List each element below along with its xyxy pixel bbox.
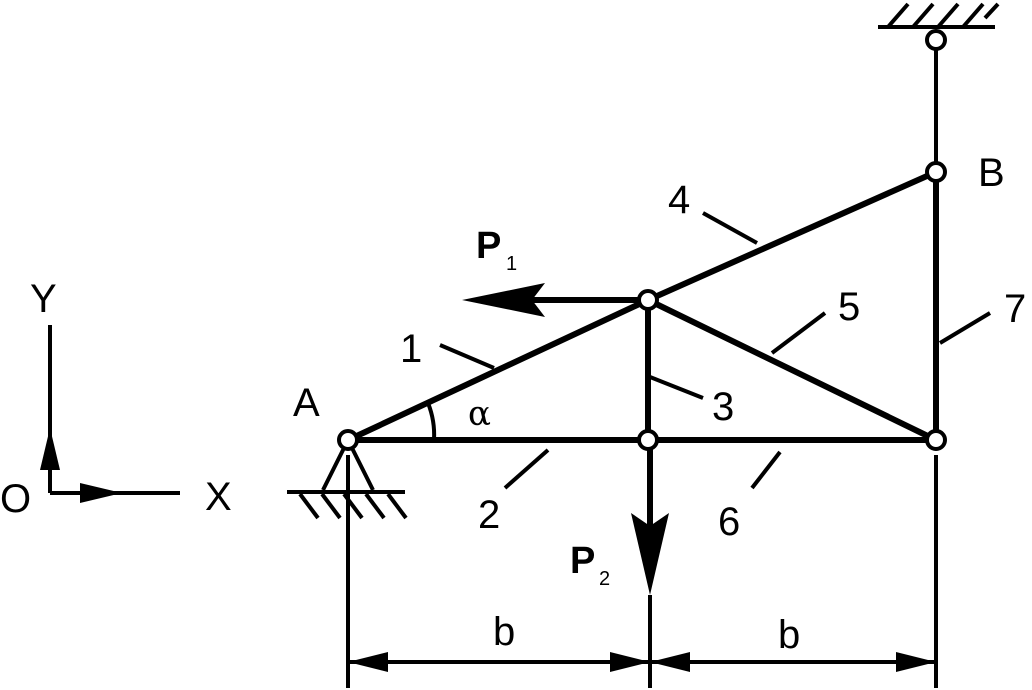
coordinate-axes: Y O X: [0, 277, 232, 521]
joint-bottom-middle: [639, 431, 657, 449]
point-b-label: B: [978, 151, 1005, 195]
member-label-4: 4: [668, 178, 690, 222]
dim-right-label: b: [778, 613, 800, 657]
ceiling-hatch-icon: [888, 4, 998, 27]
angle-arc: [428, 403, 434, 440]
member-4: [648, 172, 936, 300]
dim-arrow-icon: [348, 652, 388, 672]
force-p2-label: P: [570, 540, 595, 582]
joint-bottom-right: [927, 431, 945, 449]
member-label-2: 2: [478, 493, 500, 537]
member-label-7: 7: [1004, 287, 1026, 331]
member-1: [348, 300, 648, 440]
axis-x-label: X: [205, 475, 232, 519]
dim-arrow-icon: [610, 652, 650, 672]
angle-label: α: [468, 394, 491, 434]
force-p2: P 2: [570, 440, 669, 595]
joint-ceiling: [927, 31, 945, 49]
dim-left-label: b: [493, 610, 515, 654]
dim-arrow-icon: [896, 652, 936, 672]
joint-b: [927, 163, 945, 181]
member-5: [648, 300, 936, 440]
force-p2-subscript: 2: [599, 568, 610, 590]
x-axis-arrow-icon: [80, 483, 122, 503]
joint-top-middle: [639, 291, 657, 309]
truss-members: [348, 40, 936, 440]
point-a-label: A: [293, 381, 320, 425]
ceiling-support: [878, 4, 998, 27]
member-label-5: 5: [838, 285, 860, 329]
ground-hatch-icon: [300, 494, 406, 518]
joint-a: [339, 431, 357, 449]
member-label-3: 3: [712, 385, 734, 429]
joints: [339, 31, 945, 449]
origin-label: O: [0, 477, 31, 521]
member-label-6: 6: [718, 500, 740, 544]
member-label-1: 1: [400, 327, 422, 371]
force-p1-subscript: 1: [506, 253, 517, 275]
dim-arrow-icon: [650, 652, 690, 672]
axis-y-label: Y: [30, 277, 57, 321]
y-axis-arrow-icon: [40, 428, 60, 470]
force-p1-label: P: [476, 225, 501, 267]
member-leaders: [440, 213, 990, 488]
force-p1: P 1: [462, 225, 648, 317]
dimensions: b b: [348, 455, 936, 688]
